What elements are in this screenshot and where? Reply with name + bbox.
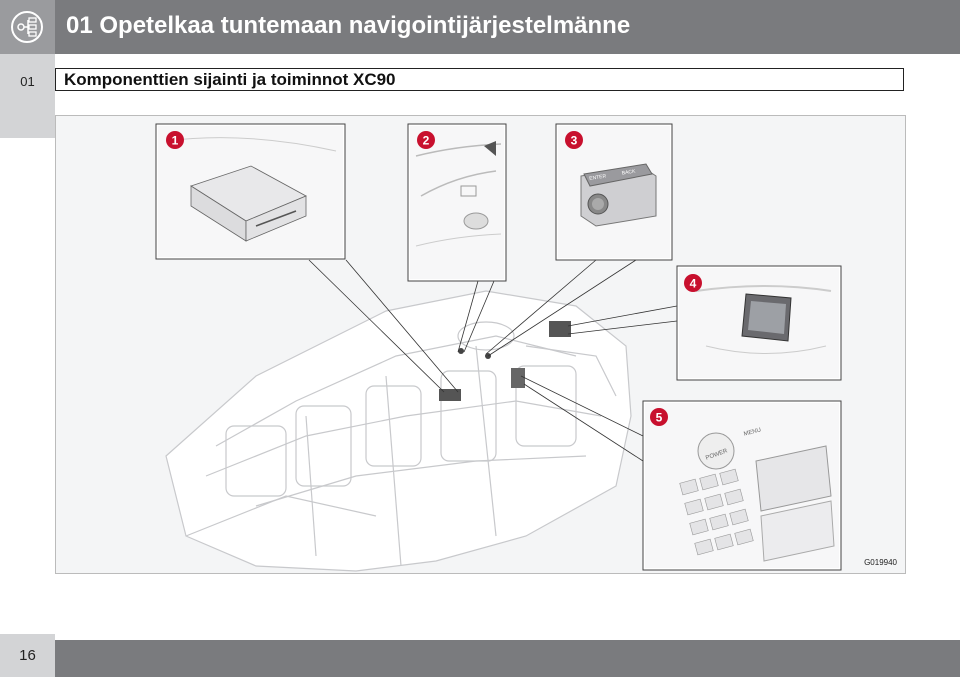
inset-panel-5: POWER MENU 5 [642,400,842,571]
page-footer [0,640,960,677]
component-marker-5 [511,368,525,388]
svg-text:ENTER: ENTER [589,173,607,182]
page-title: 01 Opetelkaa tuntemaan navigointijärjest… [66,12,631,39]
svg-text:2: 2 [423,134,430,148]
callout-5 [650,408,668,426]
side-chapter-number: 01 [20,74,35,89]
callout-2 [417,131,435,149]
page-header [0,0,960,54]
car-body [165,290,632,572]
car-illustration: 1 2 ENTER BACK 3 [155,123,842,572]
page-number-tab [0,634,55,677]
component-marker-2 [458,348,464,354]
component-location-figure: 1 2 ENTER BACK 3 [55,115,906,574]
inset-panel-2: 2 [407,123,507,282]
inset-panel-1: 1 [155,123,346,260]
svg-text:4: 4 [690,277,697,291]
side-chapter-tab [0,54,55,138]
svg-text:1: 1 [172,134,179,148]
callout-4 [684,274,702,292]
page-number: 16 [19,647,36,664]
callout-1 [166,131,184,149]
component-marker-4 [549,321,571,337]
svg-text:MENU: MENU [743,427,762,437]
section-title: Komponenttien sijainti ja toiminnot XC90 [64,70,396,89]
section-heading-box [55,68,904,91]
navigation-icon [11,11,43,43]
svg-text:5: 5 [656,411,663,425]
callout-3 [565,131,583,149]
chapter-tab [0,0,55,54]
inset-panel-3: ENTER BACK 3 [555,123,673,261]
figure-code: G019940 [864,558,897,567]
inset-panel-4: 4 [676,265,842,381]
svg-text:3: 3 [571,134,578,148]
svg-text:BACK: BACK [621,168,636,176]
component-marker-1 [439,389,461,401]
leader-lines [308,259,678,462]
